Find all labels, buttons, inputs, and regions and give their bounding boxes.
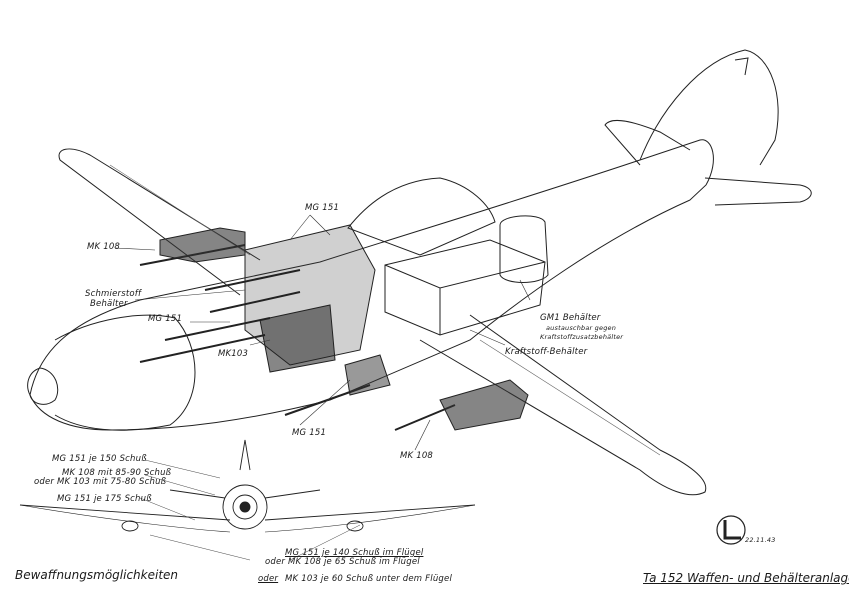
wing-cannon-left [159, 227, 246, 263]
front-view [19, 439, 476, 561]
label-gm1-sub2: Kraftstoffzusatzbehälter [540, 333, 624, 341]
front-line-4: MG 151 je 175 Schuß [57, 494, 152, 504]
front-line-7: MK 103 je 60 Schuß unter dem Flügel [285, 574, 453, 584]
spinner [27, 367, 59, 405]
stamp-date: 22.11.43 [745, 536, 776, 544]
canopy [347, 177, 496, 256]
mg151-lower [344, 354, 391, 396]
front-line-7-or: oder [258, 574, 279, 584]
label-mk103: MK103 [218, 349, 249, 359]
wing-right [419, 314, 707, 496]
stabilizer-left [604, 119, 691, 166]
label-mg151-bottom: MG 151 [292, 428, 327, 438]
label-kraftstoff: Kraftstoff-Behälter [505, 347, 588, 357]
wing-cannon-right [439, 379, 529, 431]
stabilizer-right [704, 177, 812, 206]
wing-left [58, 148, 261, 296]
front-line-1: MG 151 je 150 Schuß [52, 454, 147, 464]
vertical-fin [639, 49, 779, 166]
front-line-2: MK 108 mit 85-90 Schuß [62, 468, 172, 478]
front-line-5: MG 151 je 140 Schuß im Flügel [285, 548, 424, 558]
front-line-3: oder MK 103 mit 75-80 Schuß [34, 477, 167, 487]
caption-right: Ta 152 Waffen- und Behälteranlage [643, 571, 849, 585]
label-mk108-left: MK 108 [87, 242, 121, 252]
label-gm1-sub1: austauschbar gegen [546, 324, 617, 332]
label-schmierstoff-1: Schmierstoff [85, 289, 142, 299]
stamp-logo [716, 515, 746, 545]
label-schmierstoff-2: Behälter [90, 299, 128, 309]
label-gm1: GM1 Behälter [540, 313, 601, 323]
fuel-tank [384, 239, 546, 336]
gm1-tank [499, 215, 549, 283]
caption-left: Bewaffnungsmöglichkeiten [15, 568, 179, 582]
cowling [54, 314, 196, 431]
label-mg151-left: MG 151 [148, 314, 183, 324]
label-mg151-top: MG 151 [305, 203, 340, 213]
fuselage-outline [29, 139, 714, 431]
front-line-6: oder MK 108 je 65 Schuß im Flügel [265, 557, 420, 567]
label-mk108-bottom: MK 108 [400, 451, 434, 461]
mk103-block [259, 304, 336, 373]
